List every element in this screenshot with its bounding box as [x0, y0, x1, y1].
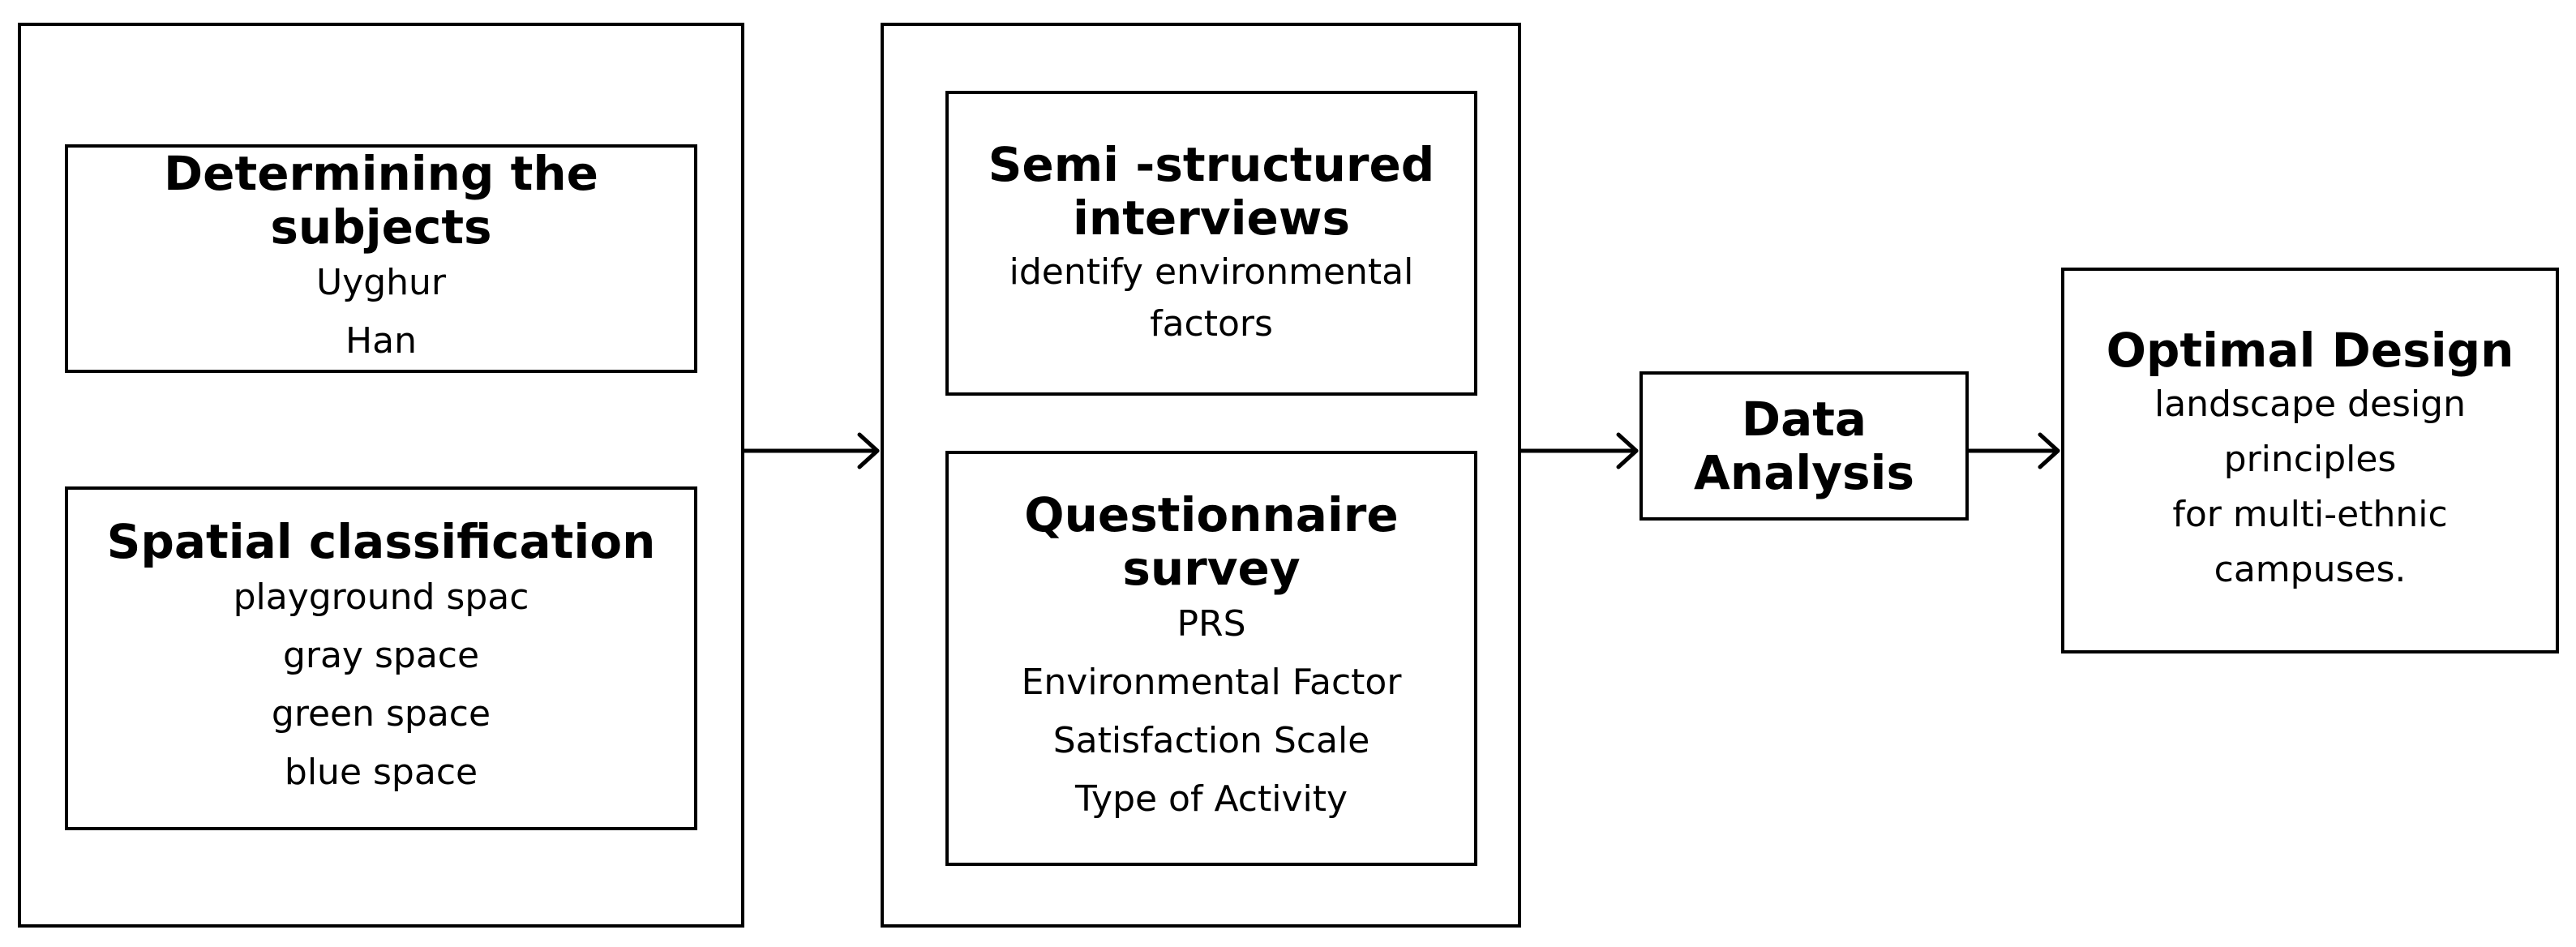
design-title: Optimal Design	[2106, 323, 2514, 378]
interviews-item: identify environmental	[1009, 251, 1414, 293]
subjects-item: Uyghur	[315, 262, 447, 303]
subjects-box: Determining the subjects Uyghur Han	[65, 144, 697, 373]
questionnaire-box: Questionnaire survey PRS Environmental F…	[945, 451, 1477, 866]
questionnaire-item: Environmental Factor	[1021, 662, 1402, 703]
optimal-design-box: Optimal Design landscape design principl…	[2061, 268, 2559, 653]
spatial-box: Spatial classification playground spac g…	[65, 486, 697, 830]
spatial-title: Spatial classification	[106, 514, 656, 569]
arrow-methods-to-analysis	[1519, 432, 1639, 469]
questionnaire-item: Type of Activity	[1075, 778, 1348, 820]
interviews-title-line1: Semi -structured	[988, 137, 1435, 192]
design-item: campuses.	[2214, 549, 2407, 590]
spatial-item: green space	[271, 693, 491, 735]
subjects-title: Determining the subjects	[164, 146, 598, 255]
interviews-box: Semi -structured interviews identify env…	[945, 91, 1477, 396]
design-item: landscape design	[2154, 384, 2467, 425]
data-analysis-box: Data Analysis	[1639, 371, 1969, 521]
questionnaire-title-line1: Questionnaire	[1024, 487, 1399, 542]
arrow-groups-to-methods	[742, 432, 880, 469]
interviews-title-line2: interviews	[1073, 191, 1350, 246]
spatial-item: playground spac	[233, 576, 529, 618]
arrow-analysis-to-design	[1966, 432, 2060, 469]
questionnaire-item: PRS	[1177, 603, 1246, 645]
subjects-item: Han	[345, 320, 417, 362]
spatial-item: gray space	[282, 635, 480, 676]
design-item: principles	[2223, 439, 2397, 480]
design-item: for multi-ethnic	[2172, 494, 2448, 535]
analysis-title-line2: Analysis	[1694, 445, 1914, 500]
analysis-title-line1: Data	[1741, 392, 1867, 447]
questionnaire-item: Satisfaction Scale	[1052, 720, 1370, 761]
interviews-item: factors	[1150, 303, 1273, 345]
spatial-item: blue space	[284, 752, 478, 793]
questionnaire-title-line2: survey	[1122, 541, 1301, 596]
